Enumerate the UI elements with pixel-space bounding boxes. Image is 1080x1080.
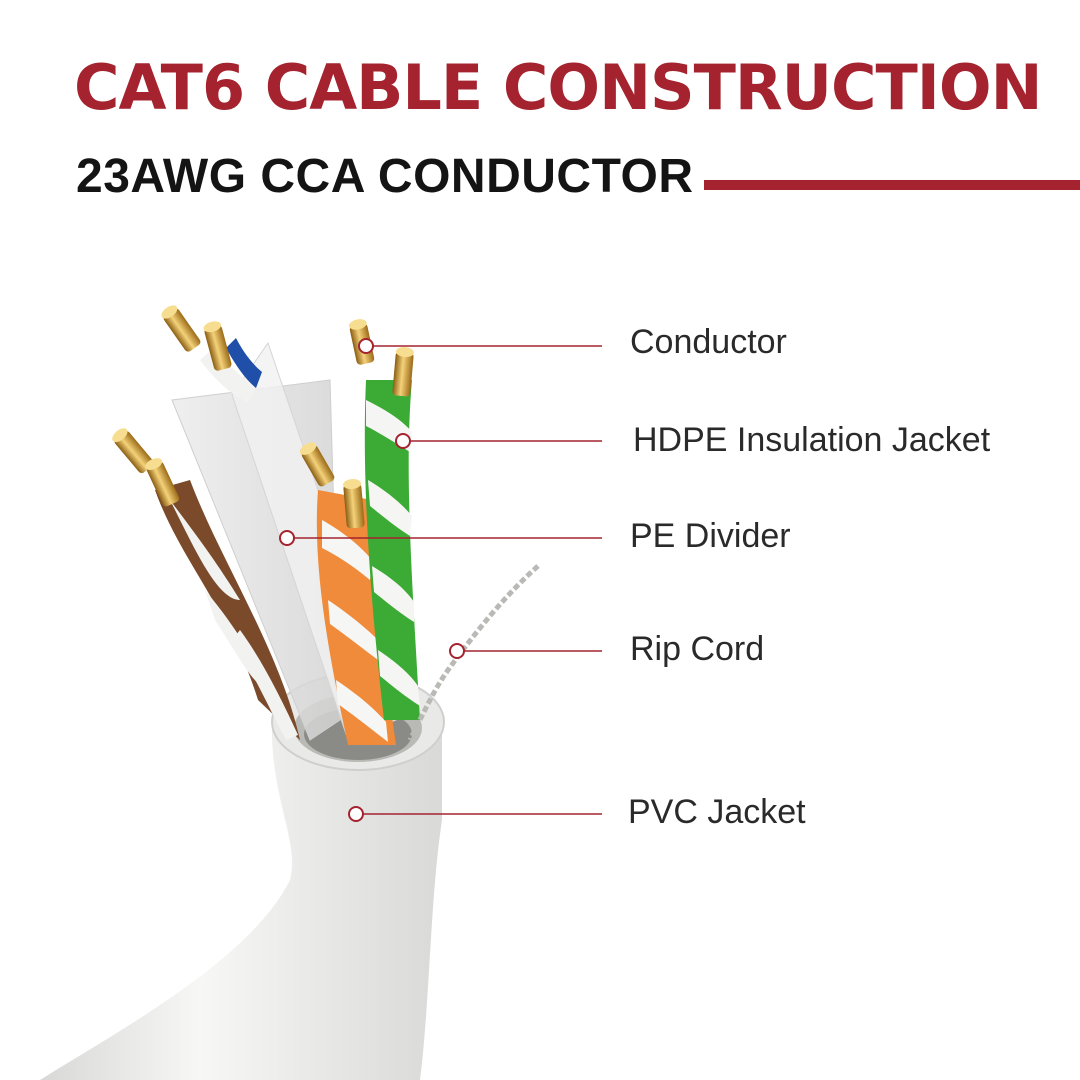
callout-divider bbox=[279, 530, 602, 546]
subtitle-row: 23AWG CCA CONDUCTOR bbox=[76, 145, 1080, 209]
callout-label-insulation: HDPE Insulation Jacket bbox=[633, 421, 991, 459]
conductor-tip bbox=[299, 442, 335, 487]
callout-marker bbox=[449, 643, 465, 659]
callout-label-rip-cord: Rip Cord bbox=[630, 630, 765, 668]
subtitle: 23AWG CCA CONDUCTOR bbox=[76, 150, 694, 203]
callout-marker bbox=[358, 338, 374, 354]
callout-label-divider: PE Divider bbox=[630, 517, 791, 555]
conductor-tip bbox=[112, 428, 154, 474]
rip-cord bbox=[407, 564, 540, 742]
callout-label-conductor: Conductor bbox=[630, 323, 787, 361]
callout-insulation bbox=[395, 433, 602, 449]
brown-pair bbox=[155, 480, 300, 740]
page-title: CAT6 CABLE CONSTRUCTION bbox=[74, 51, 1042, 124]
subtitle-rule bbox=[704, 180, 1080, 190]
callout-pvc-jacket bbox=[348, 806, 602, 822]
green-pair bbox=[364, 380, 420, 720]
conductor-tip bbox=[343, 479, 365, 529]
orange-pair bbox=[316, 490, 396, 745]
callout-conductor bbox=[358, 338, 602, 354]
conductor-tip bbox=[392, 347, 414, 397]
conductor-tip bbox=[161, 305, 201, 352]
conductor-tip bbox=[145, 458, 180, 507]
callout-rip-cord bbox=[449, 643, 602, 659]
callout-marker bbox=[395, 433, 411, 449]
conductor-tip bbox=[203, 321, 232, 371]
callout-label-pvc-jacket: PVC Jacket bbox=[628, 793, 806, 831]
callout-marker bbox=[279, 530, 295, 546]
callout-leaders bbox=[279, 338, 602, 822]
callout-marker bbox=[348, 806, 364, 822]
